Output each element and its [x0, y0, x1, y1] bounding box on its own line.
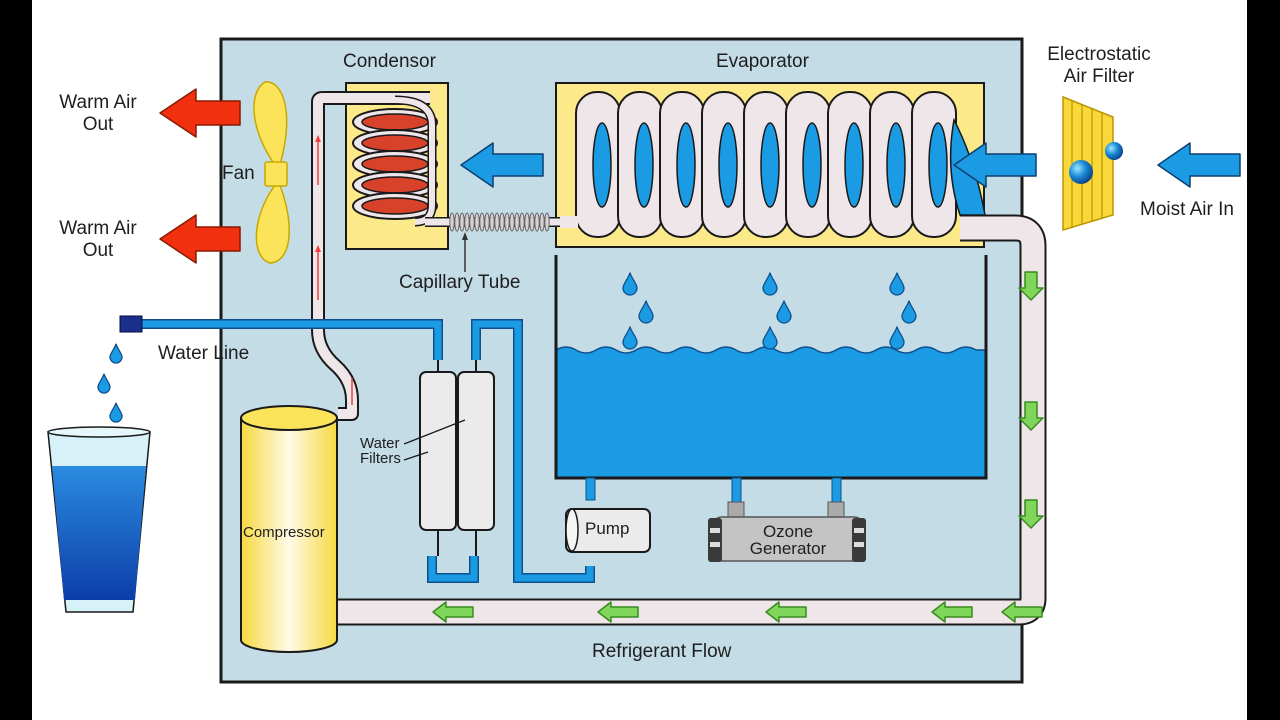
capillary-ridge [504, 212, 510, 232]
warm-air-arrows [159, 88, 241, 264]
refrigerant-down-arrow [1018, 271, 1044, 301]
capillary-ridge [514, 212, 520, 232]
right-letterbox [1247, 0, 1280, 720]
ozone-generator [708, 477, 866, 562]
capillary-ridge [529, 212, 535, 232]
warm-air-arrow [159, 214, 241, 264]
evaporator-coil-gap [634, 122, 654, 208]
capillary-ridge [479, 212, 485, 232]
capillary-ridge [509, 212, 515, 232]
capillary-ridge [494, 212, 500, 232]
evaporator-coil-gap [592, 122, 612, 208]
refrigerant-down-arrow [1018, 401, 1044, 431]
water-glass [47, 426, 151, 613]
condensor-label: Condensor [343, 51, 436, 72]
capillary-ridge [534, 212, 540, 232]
capillary-ridge [454, 212, 460, 232]
refrigerant-left-arrow [931, 601, 973, 623]
refrigerant-down-arrow [1018, 499, 1044, 529]
refrigerant-flow-arrows [432, 271, 1044, 623]
air-flow-arrows [460, 142, 1241, 188]
capillary-ridge [484, 212, 490, 232]
electrostatic-air-filter [1062, 95, 1123, 232]
falling-water-drop [109, 343, 123, 364]
condenser-coil-core [361, 176, 429, 194]
condenser-coil [352, 95, 438, 227]
refrigerant-pipe-hot [311, 91, 430, 421]
compressor-label: Compressor [243, 524, 325, 541]
falling-water-drop [97, 373, 111, 394]
pump [565, 477, 651, 553]
dripping-water-drops [97, 343, 123, 423]
condenser-coil-core [361, 155, 429, 173]
pump-label: Pump [585, 519, 630, 538]
capillary-ridge [539, 212, 545, 232]
capillary-ridge [524, 212, 530, 232]
water-tank [554, 255, 988, 480]
evaporator-coil-gap [802, 122, 822, 208]
evaporator-coil-gap [844, 122, 864, 208]
water-filters [403, 360, 495, 556]
water-line-label: Water Line [158, 343, 250, 364]
warm-air-arrow [159, 88, 241, 138]
evaporator-coil-gap [760, 122, 780, 208]
evaporator-coil-gap [718, 122, 738, 208]
left-letterbox [0, 0, 32, 720]
condenser-coil-core [361, 134, 429, 152]
condensate-drop [901, 300, 917, 324]
condensate-drop [622, 272, 638, 296]
capillary-ridge [489, 212, 495, 232]
condensate-drop [762, 272, 778, 296]
water-nozzle [119, 315, 143, 333]
evaporator-label: Evaporator [716, 51, 809, 72]
refrigerant-left-arrow [597, 601, 639, 623]
condenser-coil-core [361, 197, 429, 215]
condenser-coil-core [361, 113, 429, 131]
evaporator-coil-gap [676, 122, 696, 208]
capillary-tube [425, 212, 560, 232]
collected-water [555, 346, 987, 479]
condensate-drop [889, 326, 905, 350]
condenser-coil-riser-inner [394, 97, 435, 225]
evaporator-coil [560, 91, 986, 238]
capillary-ridge [474, 212, 480, 232]
refrigerant-left-arrow [765, 601, 807, 623]
fan-label: Fan [222, 163, 255, 184]
refrigerant-left-arrow [1001, 601, 1043, 623]
condensate-drop [889, 272, 905, 296]
water-line [119, 315, 595, 583]
condensate-drop [762, 326, 778, 350]
air-arrow-into-evaporator [953, 142, 1037, 188]
moist-air-in-arrow [1157, 142, 1241, 188]
refrigerant-flow-label: Refrigerant Flow [592, 641, 732, 662]
capillary-ridge [464, 212, 470, 232]
air-arrow-to-condenser [460, 142, 544, 188]
capillary-ridge [499, 212, 505, 232]
compressor [240, 405, 338, 653]
evaporator-coil-gap [886, 122, 906, 208]
evaporator-coil-gap [928, 122, 948, 208]
condensate-drop [638, 300, 654, 324]
capillary-ridge [544, 212, 550, 232]
capillary-tube-label: Capillary Tube [399, 272, 521, 293]
moist-air-in-label: Moist Air In [1140, 199, 1234, 220]
falling-water-drop [109, 402, 123, 423]
capillary-ridge [469, 212, 475, 232]
capillary-ridge [459, 212, 465, 232]
refrigerant-left-arrow [432, 601, 474, 623]
capillary-ridge [519, 212, 525, 232]
fan [253, 81, 290, 264]
condensate-drop [622, 326, 638, 350]
condensate-drop [776, 300, 792, 324]
condensate-drops [622, 272, 917, 350]
capillary-ridge [449, 212, 455, 232]
